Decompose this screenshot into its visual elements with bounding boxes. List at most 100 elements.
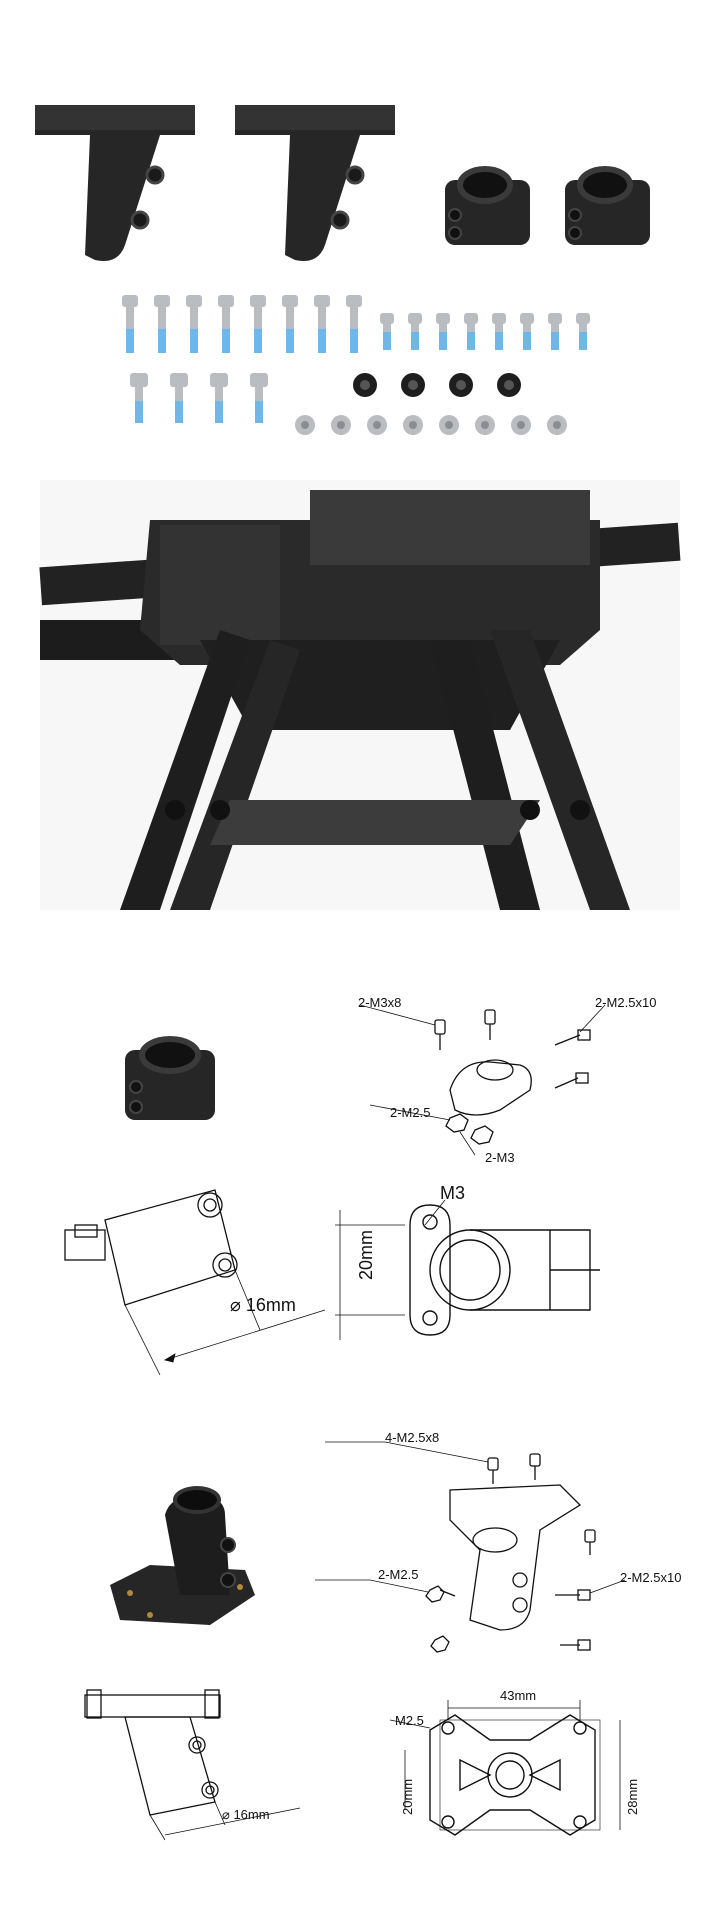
clamp-side-diameter: ⌀ 16mm: [230, 1295, 296, 1315]
short-screw-shaft: [439, 324, 447, 332]
short-screw-head: [408, 313, 422, 324]
medium-screw-head: [250, 373, 268, 387]
medium-screw-head: [210, 373, 228, 387]
steel-nut-hole: [301, 421, 309, 429]
clamp-photo-2: [565, 166, 650, 245]
short-screw-head: [520, 313, 534, 324]
short-screw-shaft: [383, 324, 391, 332]
angled-mount-photo-1: [35, 105, 195, 261]
base-top-hole: M2.5: [395, 1713, 424, 1728]
steel-nut-hole: [445, 421, 453, 429]
short-screw-shaft: [579, 324, 587, 332]
long-screw-head: [154, 295, 170, 307]
hardware-photo: [110, 295, 610, 455]
base-mount-photo: [110, 1486, 255, 1625]
short-screw-head: [548, 313, 562, 324]
short-screw-shaft: [495, 324, 503, 332]
short-screw-thread: [467, 332, 475, 350]
short-screw-head: [576, 313, 590, 324]
base-side-diameter: ⌀ 16mm: [222, 1807, 270, 1822]
clamp-front-view-drawing: [335, 1199, 600, 1340]
base-side-view-drawing: [84, 1689, 301, 1841]
steel-nut-hole: [517, 421, 525, 429]
mounts-photo-row: [0, 0, 720, 280]
short-screw-shaft: [411, 324, 419, 332]
long-screw-thread: [158, 329, 166, 353]
short-screw-head: [464, 313, 478, 324]
long-screw-thread: [318, 329, 326, 353]
short-screw-head: [436, 313, 450, 324]
clamp-label-screw-a: 2-M3x8: [358, 995, 402, 1010]
frame-photo: [39, 480, 681, 910]
long-screw-thread: [190, 329, 198, 353]
long-screw-thread: [254, 329, 262, 353]
base-label-nut-a: 2-M2.5: [378, 1567, 419, 1582]
medium-screw-thread: [135, 401, 143, 423]
base-top-view-drawing: [389, 1700, 621, 1836]
clamp-front-height: 20mm: [356, 1229, 376, 1280]
short-screw-thread: [523, 332, 531, 350]
base-label-screw-b: 2-M2.5x10: [620, 1570, 682, 1585]
base-top-width: 43mm: [500, 1688, 537, 1703]
short-screw-shaft: [523, 324, 531, 332]
medium-screw-thread: [175, 401, 183, 423]
clamp-front-hole: M3: [440, 1183, 466, 1203]
medium-screw-head: [170, 373, 188, 387]
base-top-height-left: 20mm: [400, 1778, 415, 1815]
landing-gear-photo: [39, 490, 681, 910]
medium-screw-thread: [255, 401, 263, 423]
black-nut-hole: [456, 380, 466, 390]
short-screw-head: [380, 313, 394, 324]
black-nut-hole: [360, 380, 370, 390]
base-side-diameter-value: 16mm: [233, 1807, 270, 1822]
short-screw-thread: [551, 332, 559, 350]
medium-screw-shaft: [215, 387, 223, 401]
steel-nut-hole: [373, 421, 381, 429]
angled-mount-photo-2: [235, 105, 395, 261]
steel-nut-hole: [337, 421, 345, 429]
short-screw-thread: [383, 332, 391, 350]
medium-screw-shaft: [135, 387, 143, 401]
long-screw-head: [218, 295, 234, 307]
steel-nut-hole: [553, 421, 561, 429]
short-screw-thread: [439, 332, 447, 350]
short-screw-shaft: [467, 324, 475, 332]
long-screw-thread: [222, 329, 230, 353]
short-screw-thread: [411, 332, 419, 350]
medium-screw-thread: [215, 401, 223, 423]
long-screw-head: [314, 295, 330, 307]
long-screw-shaft: [158, 307, 166, 329]
long-screw-shaft: [350, 307, 358, 329]
long-screw-head: [122, 295, 138, 307]
long-screw-thread: [350, 329, 358, 353]
clamp-label-nut-b: 2-M3: [485, 1150, 515, 1165]
long-screw-shaft: [190, 307, 198, 329]
clamp-side-diameter-value: 16mm: [245, 1295, 296, 1315]
steel-nut-hole: [481, 421, 489, 429]
short-screw-shaft: [551, 324, 559, 332]
clamp-exploded-drawing: [359, 1004, 606, 1156]
base-label-screw-a: 4-M2.5x8: [385, 1430, 440, 1445]
base-top-height-right: 28mm: [625, 1778, 640, 1815]
long-screw-head: [186, 295, 202, 307]
long-screw-shaft: [318, 307, 326, 329]
medium-screw-shaft: [255, 387, 263, 401]
medium-screw-shaft: [175, 387, 183, 401]
clamp-side-view-drawing: [64, 1189, 326, 1376]
black-nut-hole: [408, 380, 418, 390]
long-screw-shaft: [126, 307, 134, 329]
long-screw-head: [346, 295, 362, 307]
long-screw-shaft: [254, 307, 262, 329]
short-screw-thread: [579, 332, 587, 350]
short-screw-thread: [495, 332, 503, 350]
long-screw-shaft: [222, 307, 230, 329]
long-screw-thread: [286, 329, 294, 353]
long-screw-head: [250, 295, 266, 307]
clamp-label-screw-b: 2-M2.5x10: [595, 995, 657, 1010]
steel-nut-hole: [409, 421, 417, 429]
long-screw-thread: [126, 329, 134, 353]
base-exploded-drawing: [315, 1441, 626, 1653]
clamp-photo-detail: [125, 1036, 215, 1120]
clamp-label-nut-a: 2-M2.5: [390, 1105, 431, 1120]
screws-and-nuts: [122, 295, 590, 435]
